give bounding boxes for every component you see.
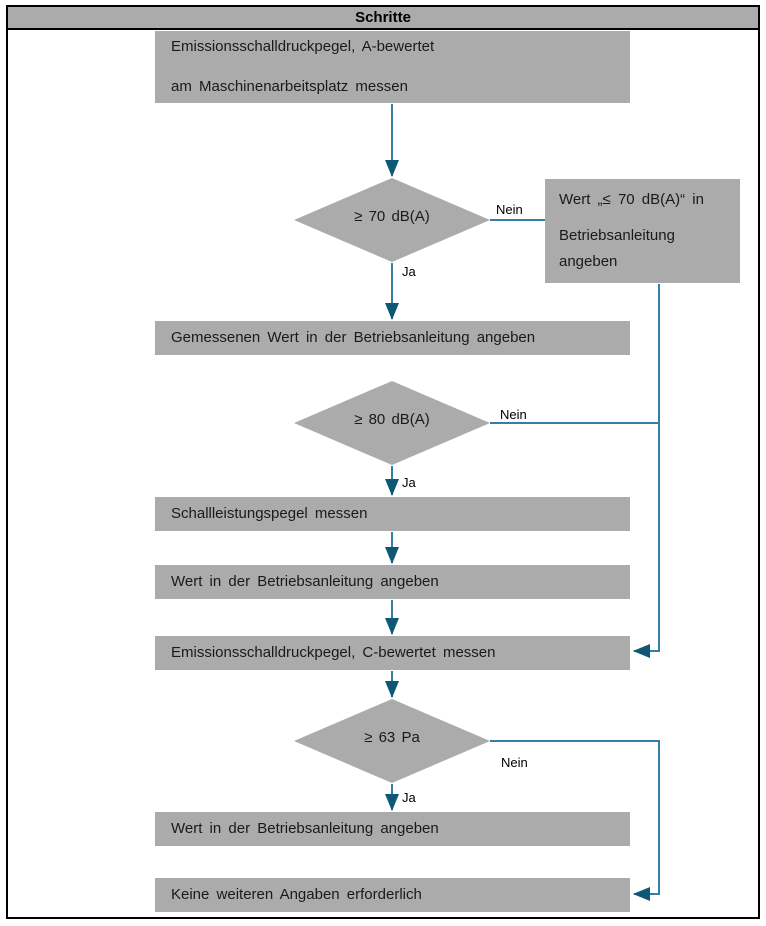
edge-label-ja-1: Ja: [402, 264, 416, 279]
edge-label-nein-2: Nein: [500, 407, 527, 422]
process-box-note-70dba: Wert „≤ 70 dB(A)“ in Betriebsanleitung a…: [545, 179, 740, 283]
decision-label: ≥ 63 Pa: [364, 728, 420, 746]
process-box-no-further-info: Keine weiteren Angaben erforderlich: [155, 878, 630, 912]
process-box-measure-a-weighted: Emissionsschalldruckpegel, A-bewertet am…: [155, 31, 630, 103]
process-box-state-value-1: Wert in der Betriebsanleitung angeben: [155, 565, 630, 599]
process-box-state-measured-value: Gemessenen Wert in der Betriebsanleitung…: [155, 321, 630, 355]
process-box-line: Wert „≤ 70 dB(A)“ in: [559, 191, 704, 208]
process-box-line: Betriebsanleitung angeben: [559, 227, 675, 270]
page-title: Schritte: [8, 7, 758, 30]
edge-label-nein-3: Nein: [501, 755, 528, 770]
edge-label-ja-3: Ja: [402, 790, 416, 805]
process-box-label: Keine weiteren Angaben erforderlich: [171, 886, 422, 903]
process-box-label: Wert in der Betriebsanleitung angeben: [171, 820, 439, 837]
edge-label-nein-1: Nein: [496, 202, 523, 217]
edge-label-ja-2: Ja: [402, 475, 416, 490]
flowchart-frame: Schritte: [6, 5, 760, 919]
decision-label: ≥ 70 dB(A): [354, 207, 430, 225]
process-box-line: am Maschinenarbeitsplatz messen: [171, 78, 408, 95]
decision-label: ≥ 80 dB(A): [354, 410, 430, 428]
process-box-line: Emissionsschalldruckpegel, A-bewertet: [171, 38, 435, 55]
process-box-measure-c-weighted: Emissionsschalldruckpegel, C-bewertet me…: [155, 636, 630, 670]
process-box-label: Emissionsschalldruckpegel, C-bewertet me…: [171, 644, 496, 661]
process-box-measure-sound-power: Schallleistungspegel messen: [155, 497, 630, 531]
process-box-label: Gemessenen Wert in der Betriebsanleitung…: [171, 329, 536, 346]
process-box-state-value-2: Wert in der Betriebsanleitung angeben: [155, 812, 630, 846]
process-box-label: Schallleistungspegel messen: [171, 505, 368, 522]
process-box-label: Wert in der Betriebsanleitung angeben: [171, 573, 439, 590]
